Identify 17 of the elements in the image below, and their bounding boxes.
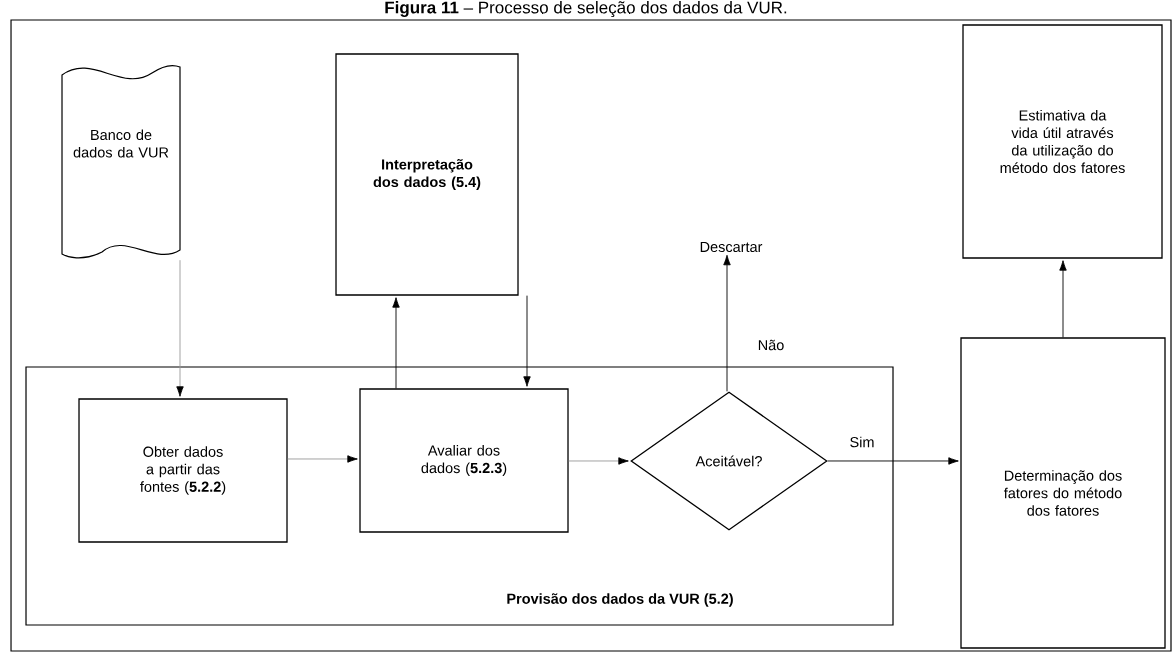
arrow	[568, 457, 629, 465]
edge-label: Sim	[848, 435, 876, 449]
process-box: Estimativa da vida útil através da utilização do método dos fatores	[962, 24, 1163, 259]
arrow	[392, 297, 400, 389]
process-box: Avaliar dos dados (5.2.3)	[359, 388, 569, 533]
process-box: Interpretação dos dados (5.4)	[335, 53, 519, 296]
outcome-text: Descartar	[700, 241, 763, 253]
process-box: Determinação dos fatores do método dos fatores	[960, 337, 1166, 649]
arrow	[523, 295, 531, 387]
arrow	[176, 259, 184, 397]
arrow	[287, 455, 358, 463]
process-box: Obter dados a partir das fontes (5.2.2)	[78, 398, 288, 543]
arrow	[1059, 260, 1067, 338]
title: Figura 11 – Processo de seleção dos dados da VUR.	[385, 1, 787, 17]
arrow	[723, 254, 731, 392]
edge-label: Não	[756, 338, 786, 352]
arrow	[827, 457, 959, 465]
